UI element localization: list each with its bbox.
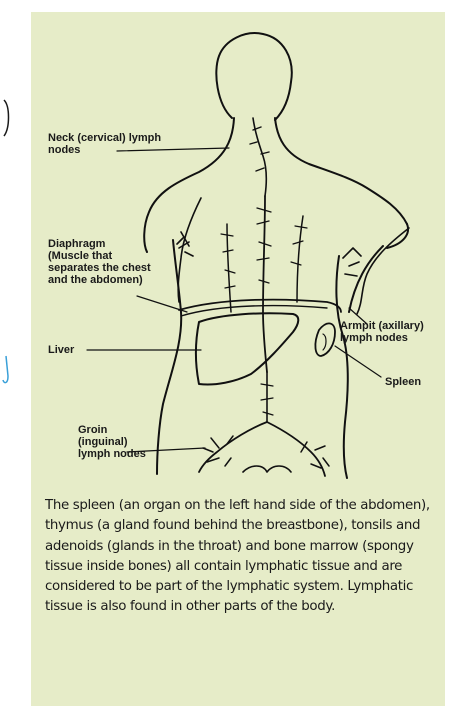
neck-lymph-nodes-label: Neck (cervical) lymph nodes [48, 132, 161, 156]
left-arm-lymph-line [178, 198, 201, 302]
liver-label: Liver [48, 344, 74, 356]
head-outline [216, 33, 291, 120]
page-edge-bracket [2, 98, 12, 138]
spleen-label: Spleen [385, 376, 421, 388]
caption-text: The spleen (an organ on the left hand si… [45, 496, 437, 618]
pelvis-line [243, 466, 291, 472]
lymphatic-system-panel: Neck (cervical) lymph nodes Diaphragm (M… [31, 12, 445, 706]
right-chest-chain [297, 216, 303, 302]
left-groin-chain [199, 422, 267, 472]
diaphragm-label: Diaphragm (Muscle that separates the che… [48, 238, 151, 286]
right-axillary-nodes [343, 248, 361, 276]
spleen-label-leader [335, 346, 381, 377]
right-side-outline [336, 256, 347, 478]
groin-lymph-nodes-label: Groin (inguinal) lymph nodes [78, 424, 146, 460]
spleen-outline [315, 323, 335, 356]
right-groin-nodes [301, 442, 329, 468]
armpit-lymph-nodes-label: Armpit (axillary) lymph nodes [340, 320, 424, 344]
left-side-outline [157, 240, 181, 474]
right-neck-line [275, 118, 407, 224]
liver-outline [196, 313, 298, 384]
left-chest-chain [227, 224, 231, 312]
page-edge-hook [2, 350, 12, 390]
